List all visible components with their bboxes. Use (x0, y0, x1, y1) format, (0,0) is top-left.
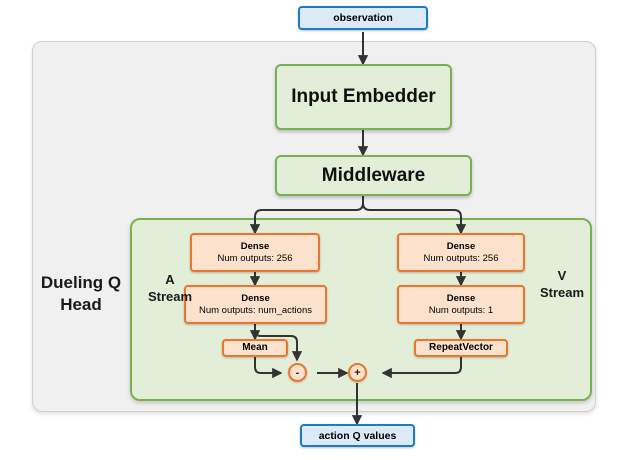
input-embedder-node[interactable]: Input Embedder (275, 64, 452, 130)
subtract-symbol: - (295, 366, 300, 379)
v-stream-label-line2: Stream (539, 284, 585, 300)
repeat-vector-node[interactable]: RepeatVector (414, 339, 508, 357)
observation-label: observation (333, 12, 393, 24)
add-symbol: + (354, 366, 361, 379)
dueling-q-head-label-line2: Head (60, 294, 102, 314)
v-stream-dense-2[interactable]: Dense Num outputs: 1 (397, 285, 525, 324)
repeat-vector-label: RepeatVector (429, 341, 493, 353)
a-stream-label: A Stream (141, 272, 199, 306)
v-dense1-name: Dense (446, 240, 476, 252)
action-q-values-label: action Q values (318, 429, 397, 442)
v-dense2-name: Dense (446, 292, 476, 304)
v-dense1-detail: Num outputs: 256 (423, 252, 499, 264)
mean-node[interactable]: Mean (222, 339, 288, 357)
add-operator[interactable]: + (348, 363, 367, 382)
dueling-q-head-label-line1: Dueling Q (40, 273, 122, 292)
action-q-values-node[interactable]: action Q values (300, 424, 415, 447)
v-stream-label-line1: V (557, 268, 567, 283)
v-stream-label: V Stream (533, 268, 591, 302)
input-embedder-label: Input Embedder (291, 86, 436, 107)
a-dense1-detail: Num outputs: 256 (217, 252, 293, 264)
a-stream-dense-1[interactable]: Dense Num outputs: 256 (190, 233, 320, 272)
mean-label: Mean (242, 341, 268, 353)
a-dense1-name: Dense (240, 240, 270, 252)
subtract-operator[interactable]: - (288, 363, 307, 382)
a-stream-label-line2: Stream (147, 288, 193, 304)
middleware-label: Middleware (321, 164, 426, 186)
middleware-node[interactable]: Middleware (275, 155, 472, 196)
v-stream-dense-1[interactable]: Dense Num outputs: 256 (397, 233, 525, 272)
observation-node[interactable]: observation (298, 6, 428, 30)
a-stream-dense-2[interactable]: Dense Num outputs: num_actions (184, 285, 327, 324)
a-dense2-name: Dense (241, 292, 270, 304)
a-stream-label-line1: A (165, 272, 175, 287)
a-dense2-detail: Num outputs: num_actions (198, 304, 312, 316)
v-dense2-detail: Num outputs: 1 (428, 304, 494, 316)
dueling-q-head-label: Dueling Q Head (33, 272, 129, 316)
